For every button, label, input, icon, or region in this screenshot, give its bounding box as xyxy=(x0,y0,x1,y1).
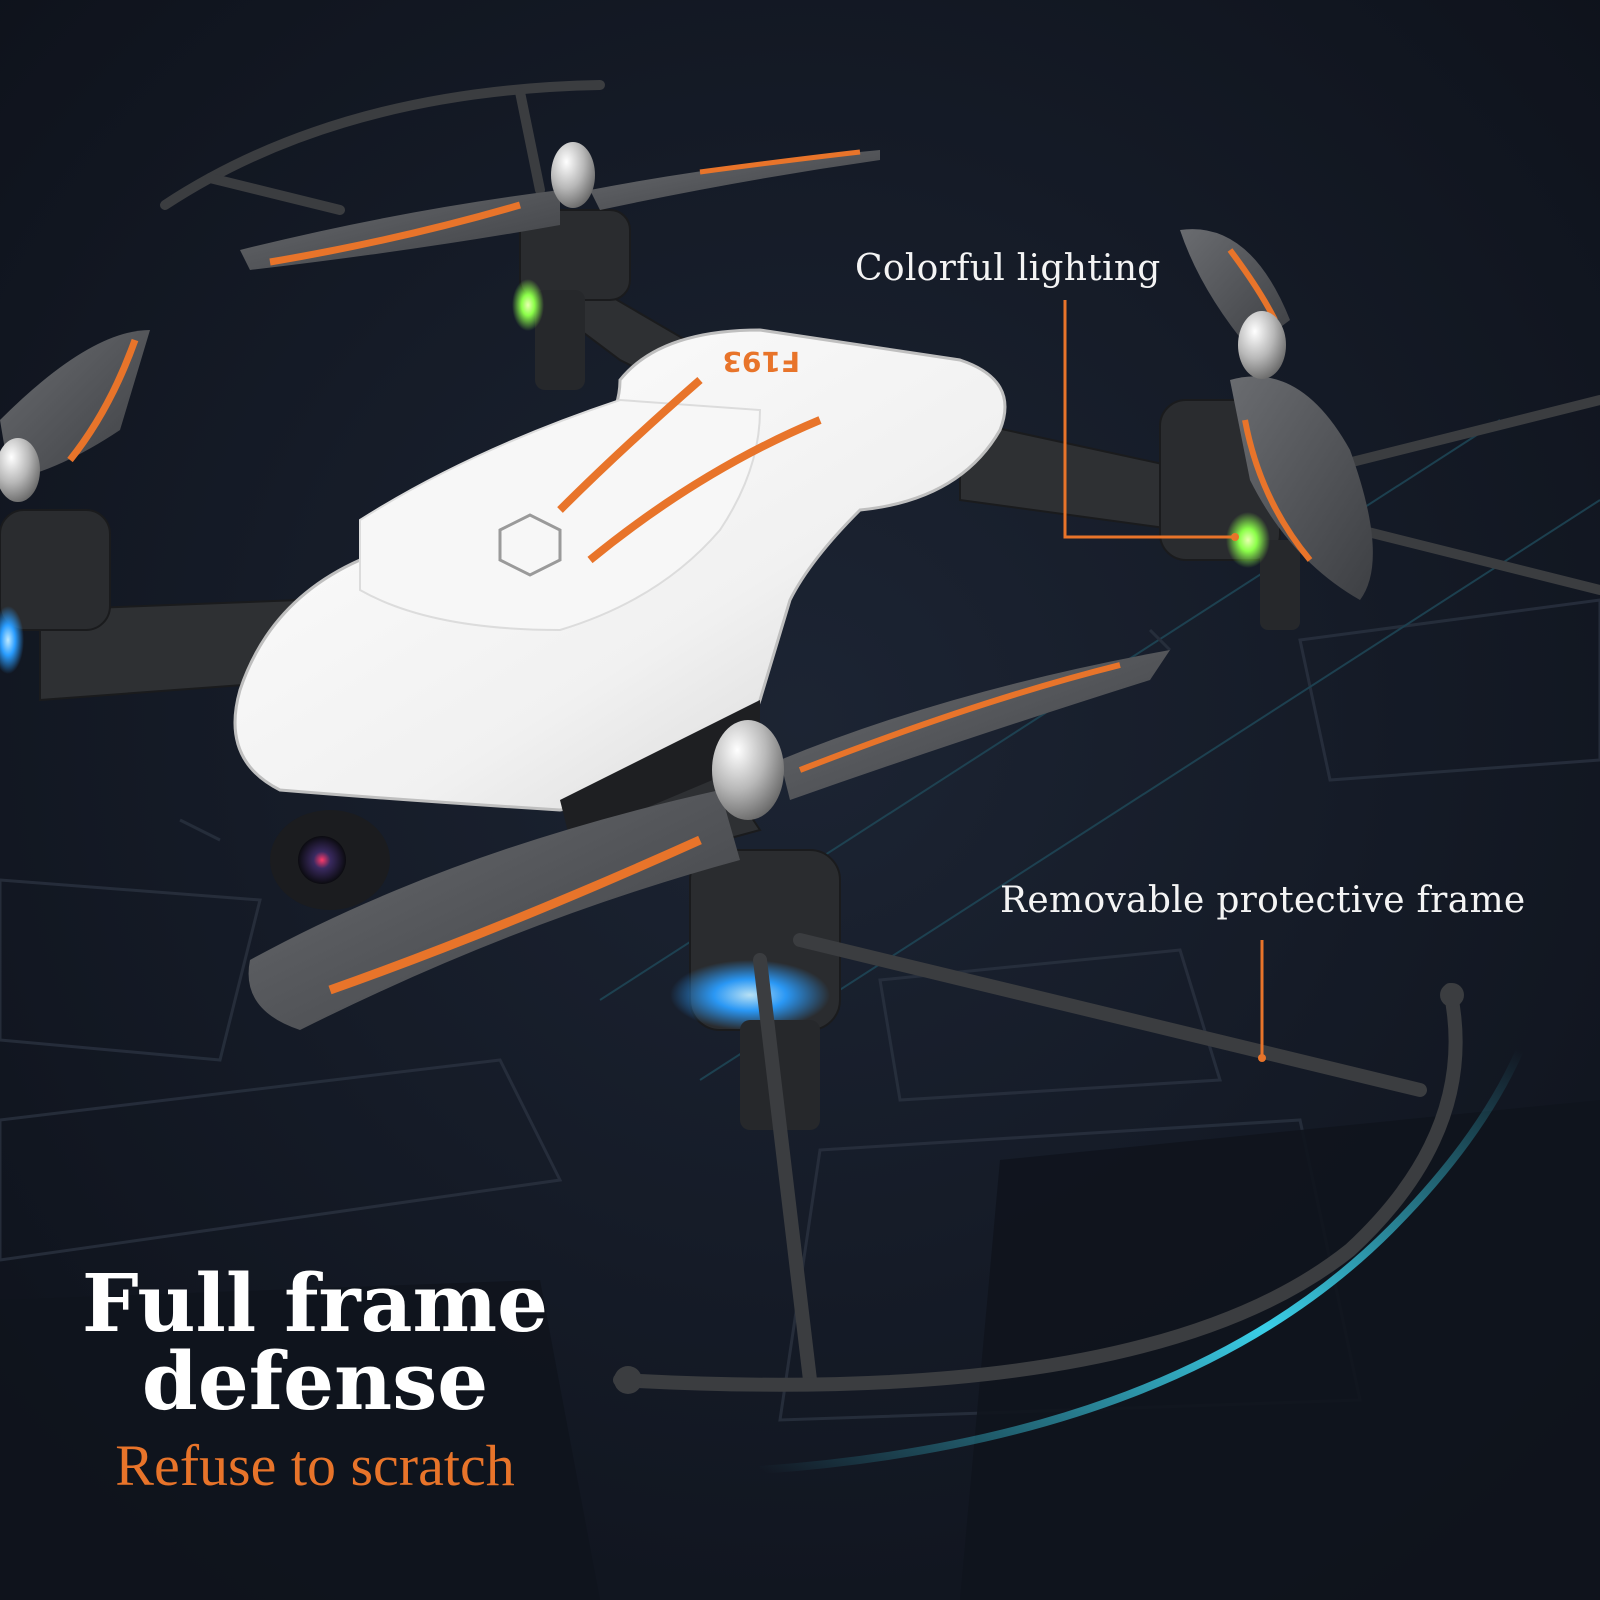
tagline: Refuse to scratch xyxy=(115,1433,515,1498)
ground-blocks xyxy=(0,1100,1600,1600)
front-prop-cap xyxy=(712,720,784,820)
rear-left-prop-cap xyxy=(551,142,595,208)
power-button-icon xyxy=(498,513,562,577)
model-mark: F193 xyxy=(722,345,800,378)
callout-colorful-lighting: Colorful lighting xyxy=(855,248,1161,289)
ground-pattern xyxy=(0,419,1600,1422)
right-rotor xyxy=(1159,229,1373,630)
lighting-leader-line xyxy=(1063,300,1235,539)
headline-line-2: defense xyxy=(141,1334,489,1428)
left-rotor xyxy=(0,330,150,674)
rear-guard xyxy=(160,80,605,215)
callout-lines xyxy=(1063,300,1266,1062)
right-led xyxy=(1226,512,1270,568)
front-guard xyxy=(613,933,1464,1394)
drone-body: F193 xyxy=(233,328,1007,840)
camera xyxy=(270,810,390,910)
headline-line-1: Full frame xyxy=(81,1256,549,1350)
rear-left-rotor xyxy=(240,142,880,390)
right-prop-cap xyxy=(1238,311,1286,379)
left-led xyxy=(0,606,24,674)
left-prop-cap xyxy=(0,438,40,502)
callout-protective-frame: Removable protective frame xyxy=(1000,880,1526,921)
cyan-light-arc xyxy=(759,1048,1524,1474)
front-led xyxy=(670,960,830,1030)
rear-left-led xyxy=(512,279,544,331)
camera-lens-icon xyxy=(298,836,346,884)
front-rotor xyxy=(248,650,1170,1130)
